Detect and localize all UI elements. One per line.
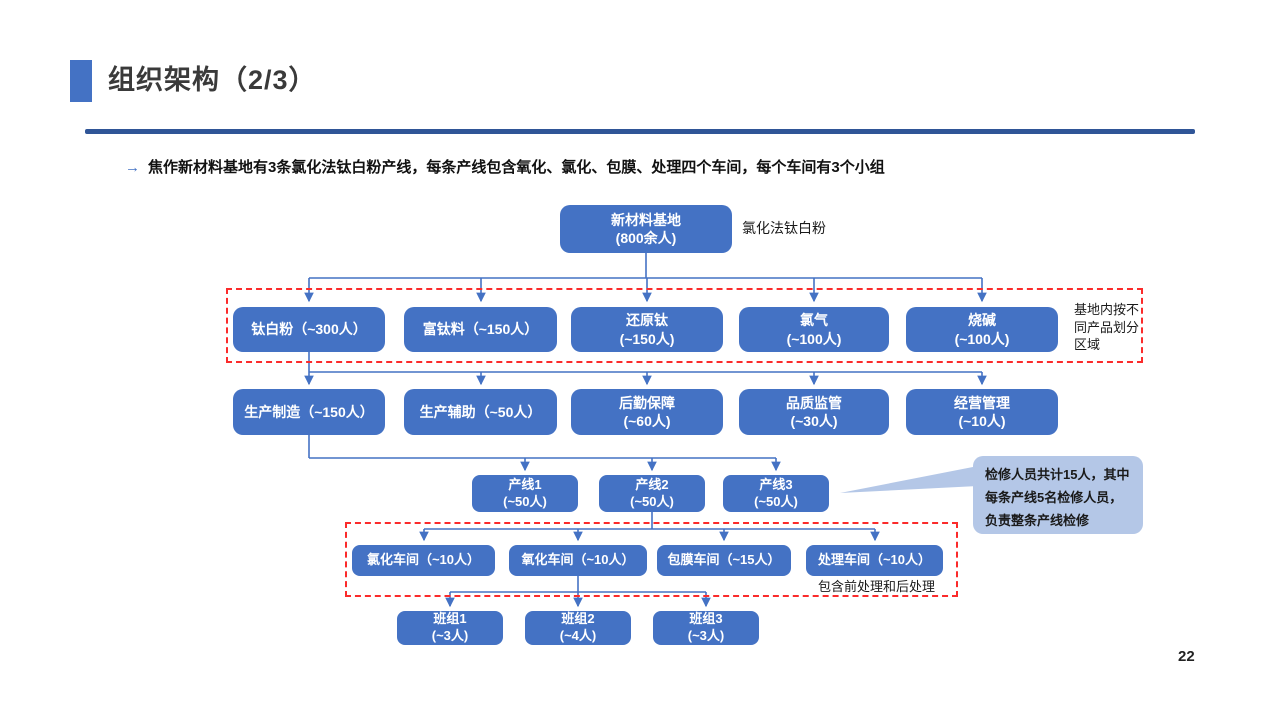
callout-maintenance: 检修人员共计15人，其中每条产线5名检修人员，负责整条产线检修 [973,456,1143,534]
title-divider [85,129,1195,134]
org-box-line3: 产线3(~50人) [723,475,829,512]
org-box-l2-2: 富钛料（~150人） [404,307,557,352]
callout-pointer [840,466,978,493]
note-pre-post-processing: 包含前处理和后处理 [818,579,936,594]
org-box-l2-5: 烧碱(~100人) [906,307,1058,352]
org-box-team1: 班组1(~3人) [397,611,503,645]
org-box-l3-5: 经营管理(~10人) [906,389,1058,435]
dashed-region-workshops [345,522,958,597]
org-box-l3-4: 品质监管(~30人) [739,389,889,435]
org-box-line2: 产线2(~50人) [599,475,705,512]
arrow-bullet-icon: → [125,159,140,176]
bullet-item: → 焦作新材料基地有3条氯化法钛白粉产线，每条产线包含氧化、氯化、包膜、处理四个车… [125,156,1175,177]
title-accent-bar [70,60,92,102]
org-box-ws-3: 包膜车间（~15人） [657,545,791,576]
org-box-l3-2: 生产辅助（~50人） [404,389,557,435]
org-box-team2: 班组2(~4人) [525,611,631,645]
org-box-ws-2: 氧化车间（~10人） [509,545,647,576]
bullet-text: 焦作新材料基地有3条氯化法钛白粉产线，每条产线包含氧化、氯化、包膜、处理四个车间… [148,159,885,176]
org-box-ws-4: 处理车间（~10人） [806,545,943,576]
org-box-root: 新材料基地 (800余人) [560,205,732,253]
dashed-region-products [226,288,1143,363]
org-box-l2-4: 氯气(~100人) [739,307,889,352]
org-box-team3: 班组3(~3人) [653,611,759,645]
org-box-l2-1: 钛白粉（~300人） [233,307,385,352]
root-side-label: 氯化法钛白粉 [742,220,826,236]
page-number: 22 [1178,648,1195,665]
note-products-region: 基地内按不同产品划分区域 [1074,302,1140,353]
org-box-l3-3: 后勤保障(~60人) [571,389,723,435]
page-title: 组织架构（2/3） [108,65,317,95]
org-box-line1: 产线1(~50人) [472,475,578,512]
org-box-l3-1: 生产制造（~150人） [233,389,385,435]
org-box-l2-3: 还原钛(~150人) [571,307,723,352]
org-box-ws-1: 氯化车间（~10人） [352,545,495,576]
